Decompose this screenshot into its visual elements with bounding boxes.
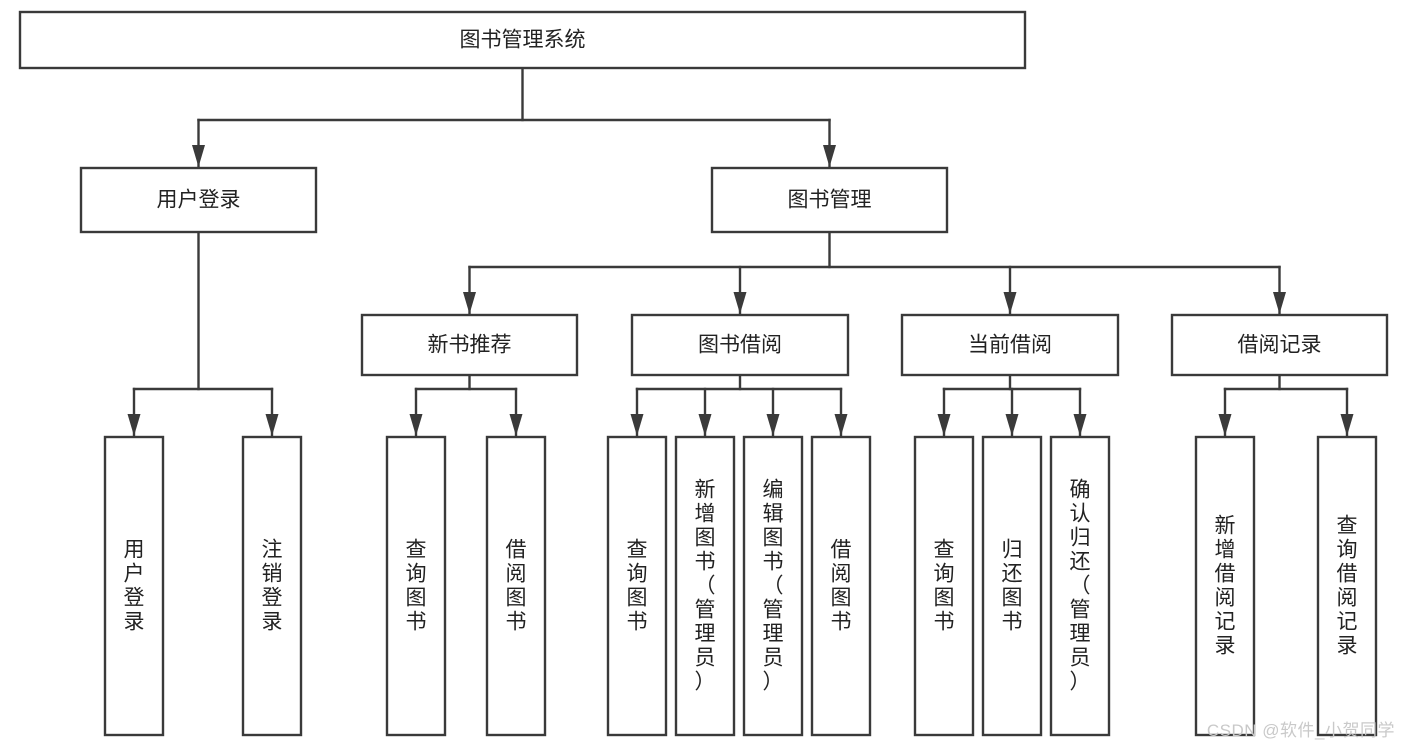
node-current-borrow[interactable]: 当前借阅 — [900, 313, 1120, 377]
node-label-leaf-query-book-recommend: 查询图书 — [406, 539, 427, 634]
node-box-leaf-borrow-book-recommend[interactable] — [485, 435, 547, 737]
node-label-book-management: 图书管理 — [788, 189, 872, 212]
node-box-book-borrow[interactable] — [630, 313, 850, 377]
node-leaf-add-borrow-record[interactable]: 新增借阅记录 — [1194, 435, 1256, 737]
node-leaf-add-book[interactable]: 新增图书（管理员） — [674, 435, 736, 737]
node-label-leaf-query-book-current: 查询图书 — [934, 539, 955, 634]
node-leaf-query-book-borrow[interactable]: 查询图书 — [606, 435, 668, 737]
node-box-leaf-logout[interactable] — [241, 435, 303, 737]
node-leaf-borrow-book-recommend[interactable]: 借阅图书 — [485, 435, 547, 737]
node-new-book-recommend[interactable]: 新书推荐 — [360, 313, 579, 377]
node-label-leaf-query-borrow-record: 查询借阅记录 — [1337, 515, 1358, 658]
node-book-borrow[interactable]: 图书借阅 — [630, 313, 850, 377]
node-leaf-edit-book[interactable]: 编辑图书（管理员） — [742, 435, 804, 737]
node-box-borrow-record[interactable] — [1170, 313, 1389, 377]
node-leaf-query-borrow-record[interactable]: 查询借阅记录 — [1316, 435, 1378, 737]
node-leaf-query-book-current[interactable]: 查询图书 — [913, 435, 975, 737]
node-box-leaf-query-borrow-record[interactable] — [1316, 435, 1378, 737]
node-box-leaf-query-book-current[interactable] — [913, 435, 975, 737]
node-layer: 图书管理系统用户登录图书管理新书推荐图书借阅当前借阅借阅记录用户登录注销登录查询… — [18, 10, 1389, 737]
node-label-root: 图书管理系统 — [460, 29, 586, 52]
node-box-new-book-recommend[interactable] — [360, 313, 579, 377]
node-box-leaf-confirm-return[interactable] — [1049, 435, 1111, 737]
node-label-leaf-edit-book: 编辑图书（管理员） — [763, 479, 784, 694]
node-box-book-management[interactable] — [710, 166, 949, 234]
node-leaf-user-login[interactable]: 用户登录 — [103, 435, 165, 737]
node-label-leaf-add-borrow-record: 新增借阅记录 — [1215, 515, 1236, 658]
node-box-leaf-add-book[interactable] — [674, 435, 736, 737]
node-leaf-query-book-recommend[interactable]: 查询图书 — [385, 435, 447, 737]
node-book-management[interactable]: 图书管理 — [710, 166, 949, 234]
node-box-current-borrow[interactable] — [900, 313, 1120, 377]
node-label-book-borrow: 图书借阅 — [698, 334, 782, 357]
node-label-leaf-add-book: 新增图书（管理员） — [695, 479, 716, 694]
node-leaf-confirm-return[interactable]: 确认归还（管理员） — [1049, 435, 1111, 737]
node-label-current-borrow: 当前借阅 — [968, 334, 1052, 357]
node-label-user-login: 用户登录 — [157, 189, 241, 212]
node-box-leaf-edit-book[interactable] — [742, 435, 804, 737]
node-box-leaf-borrow-book[interactable] — [810, 435, 872, 737]
node-box-root[interactable] — [18, 10, 1027, 70]
node-label-leaf-borrow-book-recommend: 借阅图书 — [506, 539, 527, 634]
node-box-leaf-add-borrow-record[interactable] — [1194, 435, 1256, 737]
node-box-leaf-query-book-recommend[interactable] — [385, 435, 447, 737]
node-label-leaf-return-book: 归还图书 — [1002, 539, 1023, 634]
node-label-leaf-query-book-borrow: 查询图书 — [627, 539, 648, 634]
node-leaf-logout[interactable]: 注销登录 — [241, 435, 303, 737]
node-box-leaf-return-book[interactable] — [981, 435, 1043, 737]
node-label-leaf-logout: 注销登录 — [262, 539, 283, 634]
node-leaf-return-book[interactable]: 归还图书 — [981, 435, 1043, 737]
node-leaf-borrow-book[interactable]: 借阅图书 — [810, 435, 872, 737]
node-root[interactable]: 图书管理系统 — [18, 10, 1027, 70]
node-label-new-book-recommend: 新书推荐 — [428, 334, 512, 357]
node-box-leaf-user-login[interactable] — [103, 435, 165, 737]
node-box-leaf-query-book-borrow[interactable] — [606, 435, 668, 737]
watermark-label: CSDN @软件_小贺同学 — [1206, 721, 1395, 740]
node-label-leaf-confirm-return: 确认归还（管理员） — [1070, 479, 1091, 694]
node-borrow-record[interactable]: 借阅记录 — [1170, 313, 1389, 377]
node-box-user-login[interactable] — [79, 166, 318, 234]
node-label-leaf-borrow-book: 借阅图书 — [831, 539, 852, 634]
node-user-login[interactable]: 用户登录 — [79, 166, 318, 234]
node-label-borrow-record: 借阅记录 — [1238, 334, 1322, 357]
connector-layer — [127, 66, 1354, 437]
node-label-leaf-user-login: 用户登录 — [124, 539, 145, 634]
